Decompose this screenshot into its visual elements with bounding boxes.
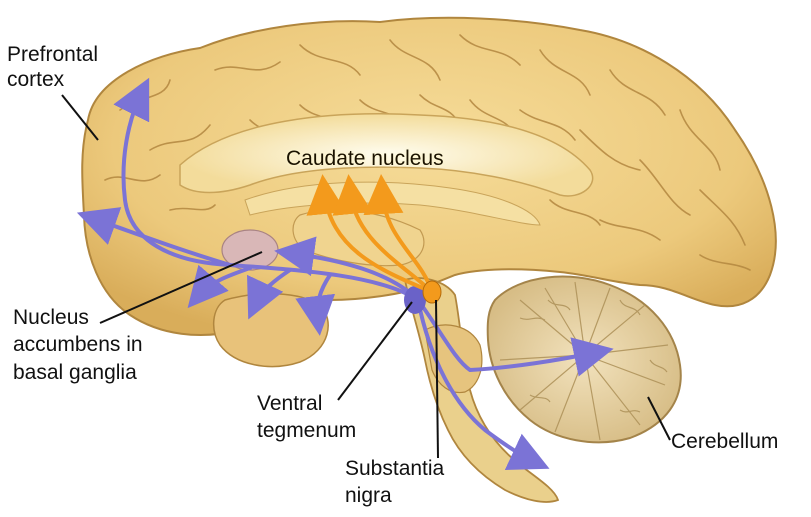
label-caudate-nucleus: Caudate nucleus: [286, 147, 444, 171]
label-cerebellum: Cerebellum: [671, 430, 778, 454]
label-prefrontal-line2: cortex: [7, 68, 64, 92]
temporal-lobe: [214, 294, 329, 367]
label-substantia-line2: nigra: [345, 484, 392, 508]
label-accumbens-line3: basal ganglia: [13, 361, 137, 385]
label-accumbens-line1: Nucleus: [13, 306, 89, 330]
label-ventral-line2: tegmenum: [257, 419, 356, 443]
label-ventral-line1: Ventral: [257, 392, 322, 416]
label-substantia-line1: Substantia: [345, 457, 444, 481]
label-prefrontal-line1: Prefrontal: [7, 43, 98, 67]
leader-ventral: [338, 302, 412, 400]
label-accumbens-line2: accumbens in: [13, 333, 143, 357]
substantia-nigra-dot: [423, 281, 441, 303]
